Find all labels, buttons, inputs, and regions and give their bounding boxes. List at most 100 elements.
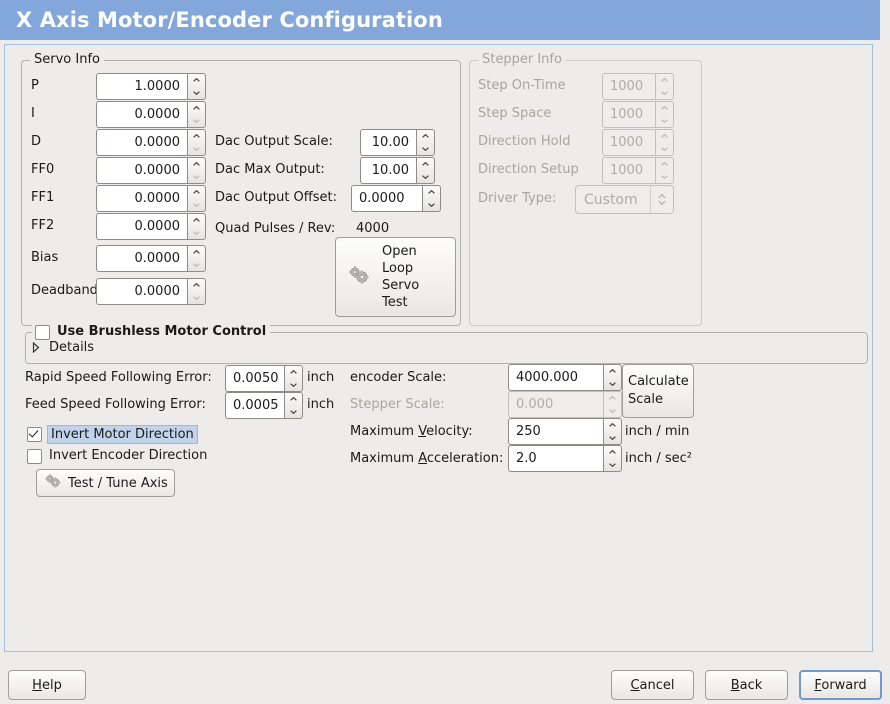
rapid-following-error-spinner[interactable] [284,365,303,392]
spin-down-icon[interactable] [188,115,205,128]
feed-following-error-input[interactable]: 0.0005 [225,392,303,419]
chevron-right-icon[interactable] [32,342,40,353]
spin-down-icon[interactable] [417,143,434,156]
servo-input-ff0-spinner[interactable] [187,157,206,184]
servo-input-ff0-value[interactable]: 0.0000 [96,157,187,184]
servo-input-i-spinner[interactable] [187,101,206,128]
spin-down-icon[interactable] [417,171,434,184]
spin-up-icon[interactable] [188,102,205,115]
servo-input-p-value[interactable]: 1.0000 [96,73,187,100]
max-velocity-value[interactable]: 250 [508,418,603,445]
invert-encoder-direction-label: Invert Encoder Direction [49,448,208,463]
max-velocity-spinner[interactable] [603,418,622,445]
max-velocity-input[interactable]: 250 [508,418,622,445]
servo-input-p[interactable]: 1.0000 [96,73,206,100]
spin-up-icon[interactable] [423,186,440,199]
checkbox-box[interactable] [35,324,50,340]
servo-input-i[interactable]: 0.0000 [96,101,206,128]
spin-down-icon[interactable] [188,292,205,305]
spin-down-icon[interactable] [188,199,205,212]
dac-output-scale-input[interactable]: 10.00 [360,129,435,156]
test-tune-axis-button[interactable]: Test / Tune Axis [36,469,175,497]
spin-down-icon[interactable] [188,227,205,240]
spin-up-icon[interactable] [188,214,205,227]
dac-max-output-input[interactable]: 10.00 [360,157,435,184]
dac-output-offset-spinner[interactable] [422,185,441,212]
feed-following-error-spinner[interactable] [284,392,303,419]
servo-input-d-spinner[interactable] [187,129,206,156]
servo-input-i-value[interactable]: 0.0000 [96,101,187,128]
max-acceleration-spinner[interactable] [603,445,622,472]
spin-down-icon [656,171,673,184]
servo-input-bias[interactable]: 0.0000 [96,245,206,272]
spin-up-icon[interactable] [188,246,205,259]
spin-up-icon[interactable] [285,366,302,379]
spin-up-icon[interactable] [417,158,434,171]
dac-output-scale-spinner[interactable] [416,129,435,156]
spin-down-icon[interactable] [604,432,621,445]
spin-down-icon[interactable] [285,406,302,419]
forward-button[interactable]: Forward [799,670,882,700]
spin-up-icon[interactable] [188,74,205,87]
servo-input-ff2[interactable]: 0.0000 [96,213,206,240]
invert-encoder-direction-checkbox[interactable]: Invert Encoder Direction [27,448,207,464]
dac-output-offset-value[interactable]: 0.0000 [351,185,422,212]
invert-motor-direction-checkbox[interactable]: Invert Motor Direction [27,425,198,444]
spin-up-icon[interactable] [188,186,205,199]
servo-input-d[interactable]: 0.0000 [96,129,206,156]
servo-input-bias-value[interactable]: 0.0000 [96,245,187,272]
servo-input-deadband-value[interactable]: 0.0000 [96,278,187,305]
use-brushless-motor-control-checkbox[interactable]: Use Brushless Motor Control [32,324,271,340]
spin-down-icon[interactable] [188,87,205,100]
spin-up-icon[interactable] [285,393,302,406]
servo-input-ff1[interactable]: 0.0000 [96,185,206,212]
cancel-button[interactable]: Cancel [611,670,694,700]
servo-input-deadband[interactable]: 0.0000 [96,278,206,305]
spin-up-icon[interactable] [417,130,434,143]
servo-input-deadband-spinner[interactable] [187,278,206,305]
spin-up-icon[interactable] [188,130,205,143]
spin-up-icon[interactable] [604,365,621,378]
back-button[interactable]: Back [705,670,788,700]
feed-following-error-value[interactable]: 0.0005 [225,392,284,419]
servo-input-ff2-value[interactable]: 0.0000 [96,213,187,240]
max-acceleration-value[interactable]: 2.0 [508,445,603,472]
calculate-scale-button[interactable]: Calculate Scale [622,364,694,418]
servo-input-ff1-value[interactable]: 0.0000 [96,185,187,212]
rapid-following-error-value[interactable]: 0.0050 [225,365,284,392]
servo-input-ff1-spinner[interactable] [187,185,206,212]
checkbox-box[interactable] [27,427,42,442]
spin-down-icon[interactable] [604,378,621,391]
help-button[interactable]: Help [8,670,86,700]
spin-down-icon[interactable] [604,459,621,472]
spin-up-icon[interactable] [188,158,205,171]
spin-down-icon[interactable] [285,379,302,392]
spin-up-icon[interactable] [188,279,205,292]
spin-up-icon[interactable] [604,446,621,459]
dac-output-scale-value[interactable]: 10.00 [360,129,416,156]
servo-input-p-spinner[interactable] [187,73,206,100]
spin-down-icon[interactable] [423,199,440,212]
encoder-scale-input[interactable]: 4000.000 [508,364,622,391]
spin-down-icon [656,115,673,128]
back-button-label: Back [730,677,763,693]
spin-down-icon[interactable] [188,171,205,184]
servo-input-bias-spinner[interactable] [187,245,206,272]
servo-input-ff0[interactable]: 0.0000 [96,157,206,184]
driver-type-label: Driver Type: [478,191,557,206]
details-expander[interactable]: Details [32,340,94,355]
dac-max-output-spinner[interactable] [416,157,435,184]
checkbox-box[interactable] [27,448,42,464]
dac-output-offset-input[interactable]: 0.0000 [351,185,441,212]
encoder-scale-value[interactable]: 4000.000 [508,364,603,391]
servo-input-ff2-spinner[interactable] [187,213,206,240]
rapid-following-error-input[interactable]: 0.0050 [225,365,303,392]
spin-down-icon[interactable] [188,259,205,272]
dac-max-output-value[interactable]: 10.00 [360,157,416,184]
spin-down-icon[interactable] [188,143,205,156]
servo-input-d-value[interactable]: 0.0000 [96,129,187,156]
max-acceleration-input[interactable]: 2.0 [508,445,622,472]
open-loop-servo-test-button[interactable]: Open Loop Servo Test [335,237,456,317]
spin-up-icon[interactable] [604,419,621,432]
encoder-scale-spinner[interactable] [603,364,622,391]
